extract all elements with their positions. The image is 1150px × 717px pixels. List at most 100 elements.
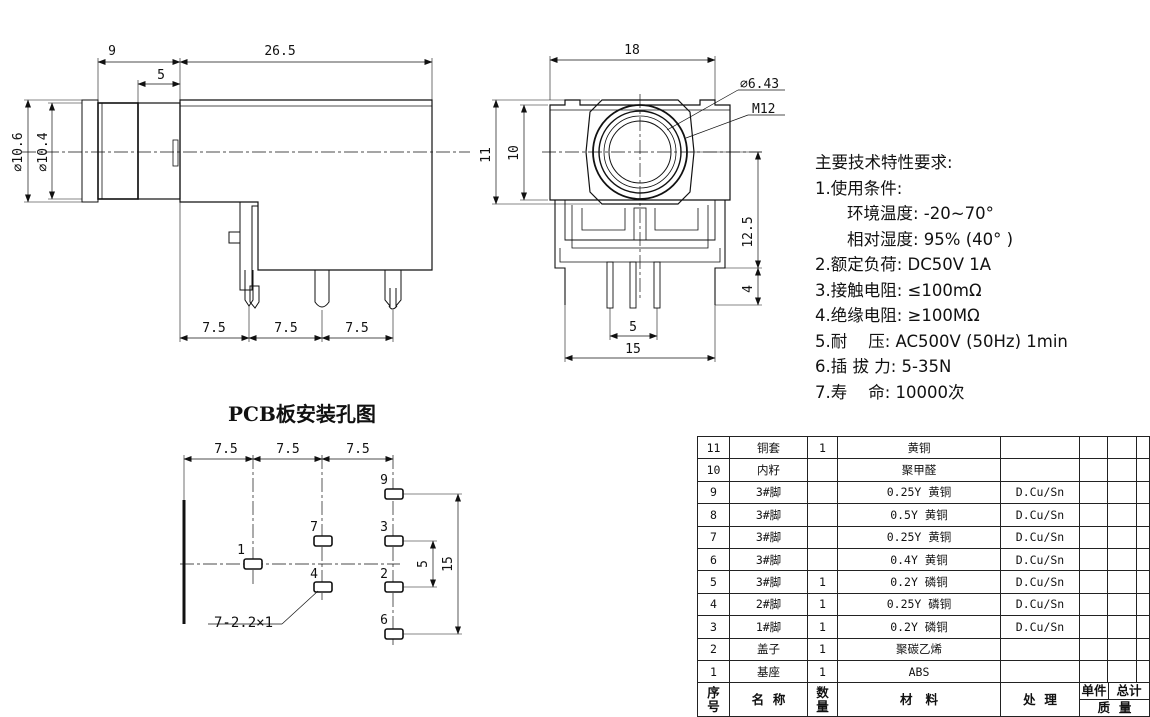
bom-material: 0.25Y 黄铜 — [837, 480, 1001, 505]
bom-finish: D.Cu/Sn — [1000, 592, 1080, 617]
bom-total-weight — [1107, 637, 1137, 661]
bom-extra — [1135, 435, 1150, 460]
bom-name: 3#脚 — [729, 570, 808, 594]
hole-note: 7-2.2×1 — [214, 615, 273, 631]
req-line-rated-load: 2.额定负荷: DC50V 1A — [815, 255, 992, 274]
req-line-ambient-temp: 环境温度: -20~70° — [847, 204, 994, 223]
pin-label-3: 3 — [380, 520, 388, 535]
bom-material: 聚甲醛 — [837, 458, 1001, 482]
bom-header-material: 材 料 — [837, 682, 1001, 717]
bom-name: 铜套 — [729, 435, 808, 460]
pcb-hole-4 — [313, 581, 333, 593]
bom-total-weight — [1107, 659, 1137, 684]
bom-no: 8 — [697, 503, 730, 527]
pcb-dimensions: 7.5 7.5 7.5 5 15 9 7 3 1 4 2 6 7-2.2×1 — [214, 442, 456, 631]
bom-total-weight — [1107, 547, 1137, 572]
bom-extra — [1135, 480, 1150, 505]
bom-name: 内籽 — [729, 458, 808, 482]
bom-total-weight — [1107, 525, 1137, 549]
bom-extra — [1135, 659, 1150, 684]
pcb-dim-15: 15 — [441, 556, 456, 572]
bom-no: 9 — [697, 480, 730, 505]
bom-finish: D.Cu/Sn — [1000, 480, 1080, 505]
bom-name: 2#脚 — [729, 592, 808, 617]
req-line-life: 7.寿 命: 10000次 — [815, 382, 965, 402]
bom-total-weight — [1107, 458, 1137, 482]
bom-no: 5 — [697, 570, 730, 594]
front-view-dimensions: 18 ⌀6.43 M12 11 10 12.5 4 5 15 — [479, 43, 779, 357]
bom-no: 11 — [697, 435, 730, 460]
dim-dia-10-4: ⌀10.4 — [36, 132, 51, 171]
bom-finish — [1000, 435, 1080, 460]
dim-4: 4 — [741, 285, 756, 293]
bom-total-weight — [1107, 480, 1137, 505]
side-view — [22, 58, 470, 342]
requirements-title: 主要技术特性要求: — [815, 153, 953, 172]
pcb-dim-c: 7.5 — [346, 442, 369, 457]
bom-material: 0.25Y 磷铜 — [837, 592, 1001, 617]
bom-name: 3#脚 — [729, 547, 808, 572]
pcb-dim-5: 5 — [416, 560, 431, 568]
bom-qty: 1 — [807, 435, 838, 460]
req-line-insulation: 4.绝缘电阻: ≥100MΩ — [815, 306, 980, 325]
pcb-dim-b: 7.5 — [276, 442, 299, 457]
bom-finish: D.Cu/Sn — [1000, 503, 1080, 527]
bom-total-weight — [1107, 435, 1137, 460]
bom-no: 7 — [697, 525, 730, 549]
bom-material: 0.4Y 黄铜 — [837, 547, 1001, 572]
dim-dia-10-6: ⌀10.6 — [11, 132, 26, 171]
bom-qty: 1 — [807, 637, 838, 661]
pcb-hole-2 — [384, 581, 404, 593]
pin-label-1: 1 — [237, 543, 245, 558]
bom-no: 3 — [697, 615, 730, 639]
bom-extra — [1135, 637, 1150, 661]
technical-requirements: 主要技术特性要求: 1.使用条件: 环境温度: -20~70° 相对湿度: 95… — [815, 150, 1145, 405]
bom-unit-weight — [1078, 458, 1109, 482]
bom-no: 1 — [697, 659, 730, 684]
bom-total-weight — [1107, 615, 1137, 639]
bom-header-total-weight: 总计 — [1116, 683, 1142, 699]
pin-label-4: 4 — [310, 567, 318, 582]
dim-12-5: 12.5 — [741, 216, 756, 247]
front-view — [492, 56, 785, 362]
bom-finish — [1000, 637, 1080, 661]
dim-18: 18 — [624, 43, 640, 58]
dim-pitch-b: 7.5 — [274, 321, 297, 336]
bom-header-no: 序号 — [697, 682, 730, 717]
pin-label-7: 7 — [310, 520, 318, 535]
bom-header-qty: 数量 — [807, 682, 838, 717]
bom-no: 4 — [697, 592, 730, 617]
pcb-title: PCB板安装孔图 — [228, 402, 376, 426]
bom-qty: 1 — [807, 615, 838, 639]
bom-qty — [807, 547, 838, 572]
bom-name: 3#脚 — [729, 480, 808, 505]
bom-no: 10 — [697, 458, 730, 482]
bom-unit-weight — [1078, 570, 1109, 594]
dim-11: 11 — [479, 147, 494, 163]
req-line-contact-resistance: 3.接触电阻: ≤100mΩ — [815, 280, 982, 300]
bom-material: 0.2Y 磷铜 — [837, 570, 1001, 594]
bom-finish: D.Cu/Sn — [1000, 615, 1080, 639]
bom-header-unit-weight: 单件 — [1081, 683, 1109, 700]
dim-5: 5 — [157, 68, 165, 83]
bom-extra — [1135, 525, 1150, 549]
bom-qty: 1 — [807, 592, 838, 617]
bom-name: 基座 — [729, 659, 808, 684]
bom-qty — [807, 525, 838, 549]
bom-material: 0.2Y 磷铜 — [837, 615, 1001, 639]
dim-26-5: 26.5 — [264, 44, 295, 59]
bom-total-weight — [1107, 570, 1137, 594]
bom-extra — [1135, 547, 1150, 572]
req-line-1: 1.使用条件: — [815, 178, 903, 198]
bom-header-weight-split: 单件总计 — [1080, 683, 1149, 701]
bom-unit-weight — [1078, 659, 1109, 684]
bom-qty — [807, 458, 838, 482]
